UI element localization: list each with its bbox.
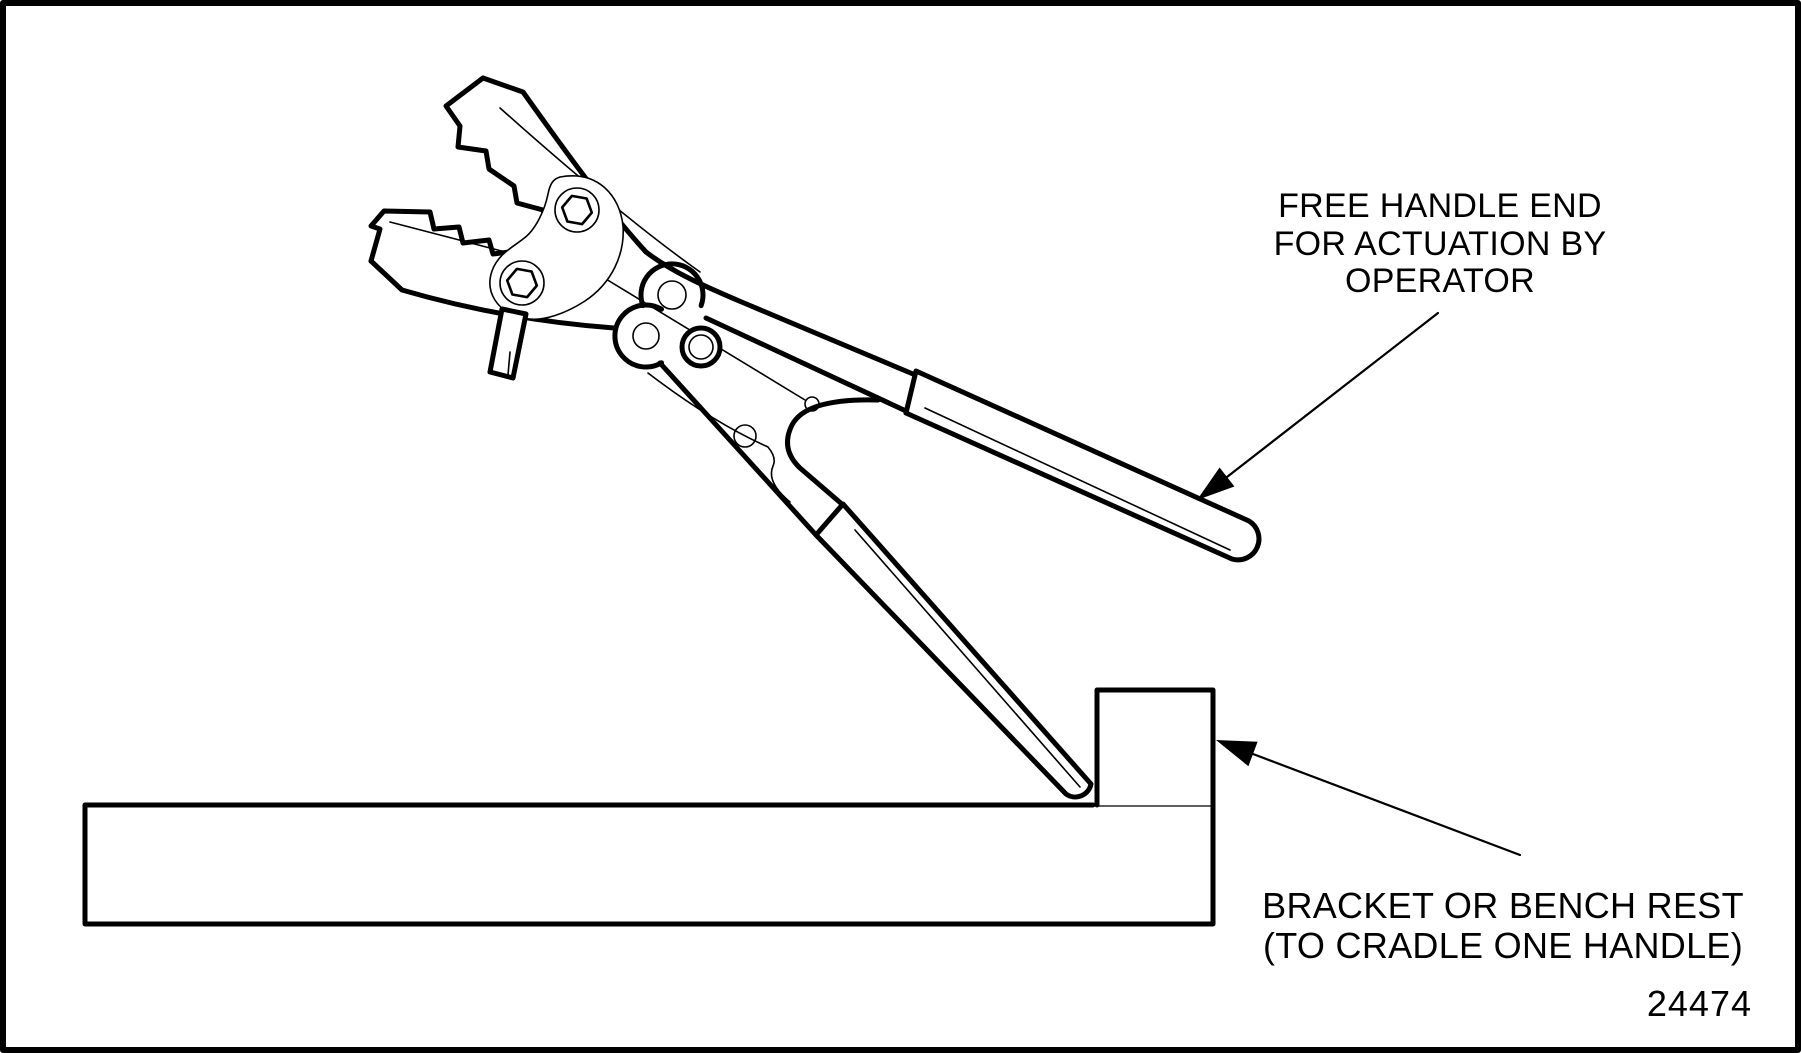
figure-number: 24474 [1646, 983, 1752, 1024]
bracket-arrow [1216, 740, 1522, 857]
bench [82, 687, 1216, 927]
bracket-callout: BRACKET OR BENCH REST (TO CRADLE ONE HAN… [1241, 886, 1765, 966]
pivot-boss-top-arc [638, 261, 706, 309]
hex-bolt-upper-icon [560, 194, 594, 226]
free-handle-arrow [1197, 311, 1440, 500]
link-inner-line [647, 372, 791, 503]
handle-link-notch [785, 397, 881, 508]
free-handle-grip [903, 368, 1262, 563]
pivot-ring [679, 325, 723, 369]
rivet-medium [733, 424, 757, 448]
free-handle-callout-line2: FOR ACTUATION BY [1273, 224, 1607, 263]
free-handle-arrow-line [1225, 311, 1440, 479]
bracket-arrowhead-icon [1216, 740, 1258, 767]
free-handle-arrowhead-icon [1197, 467, 1235, 500]
cradled-handle-grip [813, 501, 1094, 800]
free-handle-callout-line1: FREE HANDLE END [1278, 187, 1602, 225]
bracket-callout-line1: BRACKET OR BENCH REST [1262, 885, 1744, 926]
pivot-ring-inner [688, 334, 714, 360]
pivot-boss-left-arc [612, 302, 664, 370]
free-handle-grip-inner-line [924, 407, 1231, 551]
hex-bolt-lower-icon [505, 267, 539, 299]
upper-jaw-teeth [443, 75, 552, 234]
lower-handle-bottom-edge [657, 360, 819, 538]
bracket-callout-line2: (TO CRADLE ONE HANDLE) [1262, 925, 1743, 966]
upper-body-top-edge [480, 75, 916, 377]
locator-tab [487, 306, 529, 381]
cradled-handle-grip-inner-line [854, 529, 1081, 788]
locator-tab-inner-line [507, 351, 511, 376]
pivot-pin-left [632, 322, 660, 350]
bracket-arrow-line [1251, 752, 1522, 857]
cam-plate [489, 175, 624, 320]
free-handle-callout: FREE HANDLE END FOR ACTUATION BY OPERATO… [1210, 187, 1670, 301]
bolt-boss-lower [499, 260, 545, 306]
crimping-tool [368, 75, 1262, 800]
pivot-pin-top [657, 280, 687, 310]
bench-outline [82, 687, 1216, 927]
upper-handle-bottom-edge [703, 315, 909, 414]
free-handle-callout-line3: OPERATOR [1344, 262, 1536, 300]
bolt-boss-upper [554, 187, 600, 233]
